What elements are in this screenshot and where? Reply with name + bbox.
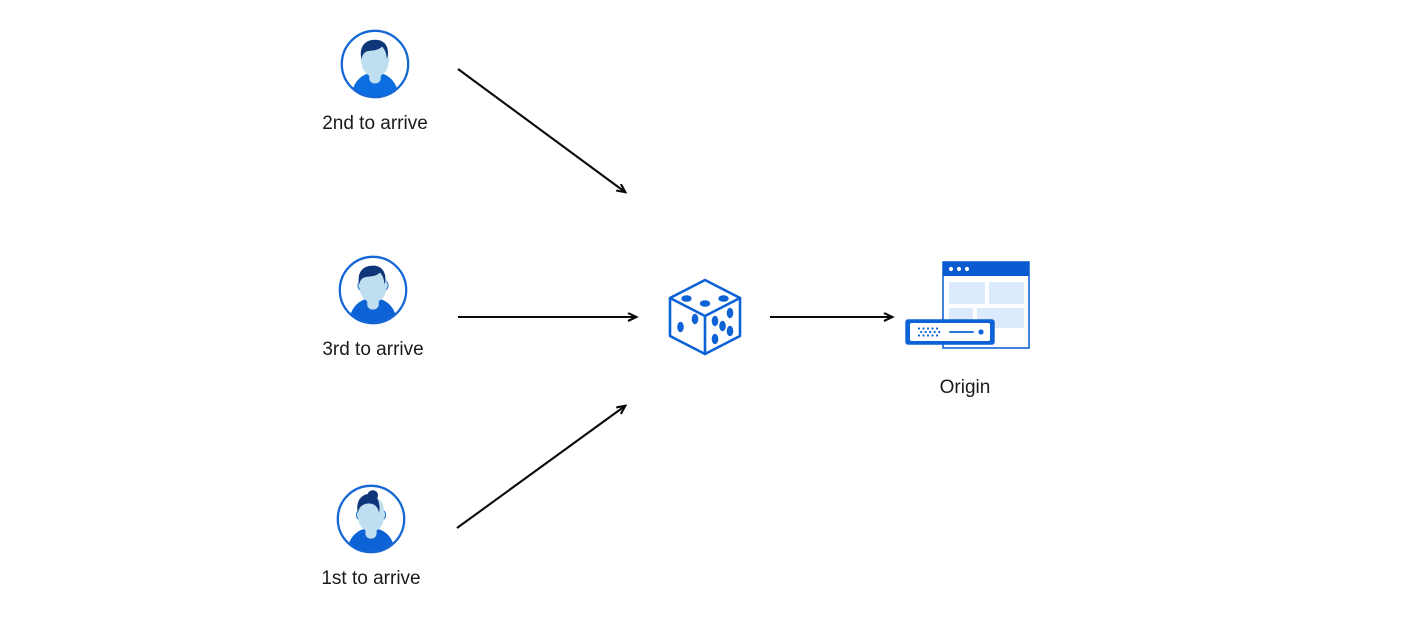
- node-client-2nd: 2nd to arrive: [305, 28, 445, 136]
- node-client-3rd: 3rd to arrive: [303, 254, 443, 362]
- node-origin: Origin: [875, 258, 1055, 400]
- user-avatar-icon: [336, 484, 406, 554]
- node-label-origin: Origin: [939, 377, 991, 398]
- node-label-client-2nd: 2nd to arrive: [322, 113, 428, 134]
- dice-icon: [668, 278, 742, 356]
- user-avatar-icon: [340, 29, 410, 99]
- arrow-client2-to-dice: [457, 68, 625, 192]
- node-client-1st: 1st to arrive: [301, 483, 441, 591]
- server-device: [905, 319, 995, 345]
- user-avatar-icon: [338, 255, 408, 325]
- node-label-client-1st: 1st to arrive: [321, 568, 421, 589]
- arrow-client1-to-dice: [456, 406, 625, 529]
- node-label-client-3rd: 3rd to arrive: [322, 339, 424, 360]
- origin-server-icon: [905, 261, 1030, 349]
- node-randomizer: [650, 274, 760, 360]
